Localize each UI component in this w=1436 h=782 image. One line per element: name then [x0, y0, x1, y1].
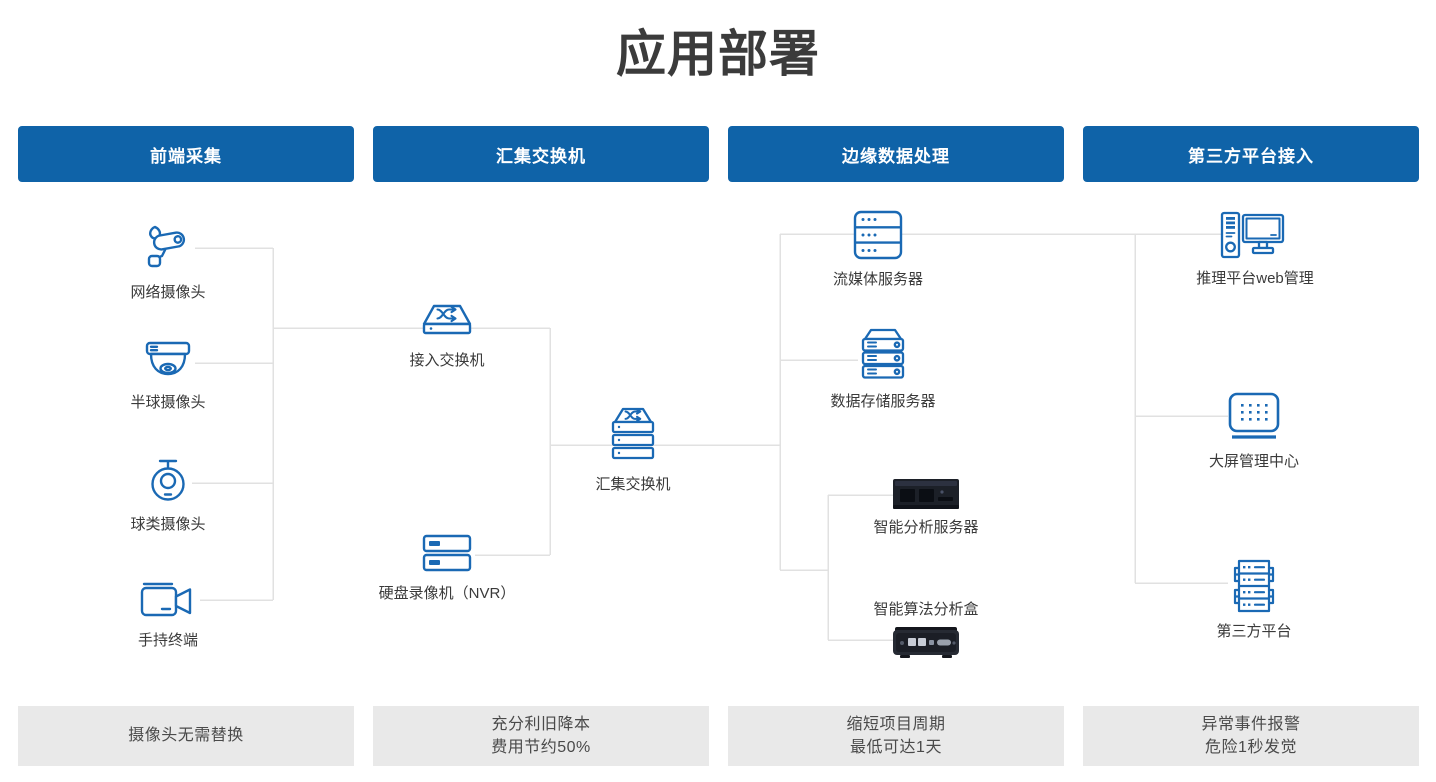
benefit-card-cost: 充分利旧降本 费用节约50%: [373, 706, 709, 766]
node-label: 网络摄像头: [130, 284, 206, 301]
benefit-card-alarm: 异常事件报警 危险1秒发觉: [1083, 706, 1419, 766]
section-header-label: 前端采集: [150, 146, 222, 166]
nvr-recorder-icon: [417, 533, 477, 575]
benefit-line: 费用节约50%: [491, 739, 591, 756]
section-header-label: 边缘数据处理: [842, 146, 950, 166]
node-analysis-server: 智能分析服务器: [846, 479, 1006, 537]
media-server-icon: [850, 209, 906, 261]
node-label: 接入交换机: [409, 352, 485, 369]
node-aggregation-switch: 汇集交换机: [553, 406, 713, 494]
network-switch-icon: [410, 302, 484, 342]
bullet-camera-icon: [141, 222, 195, 274]
ai-box-photo-icon: [892, 626, 960, 658]
node-label: 硬盘录像机（NVR）: [378, 585, 516, 602]
node-label: 球类摄像头: [130, 516, 206, 533]
node-analysis-box: 智能算法分析盒: [846, 598, 1006, 658]
benefit-line: 最低可达1天: [850, 739, 942, 756]
section-header-aggregation-switch: 汇集交换机: [373, 126, 709, 182]
node-network-camera: 网络摄像头: [88, 222, 248, 302]
node-label: 汇集交换机: [595, 476, 671, 493]
node-label: 智能算法分析盒: [873, 601, 979, 618]
node-handheld-terminal: 手持终端: [88, 580, 248, 650]
stacked-switch-icon: [601, 406, 665, 466]
node-big-screen: 大屏管理中心: [1174, 391, 1334, 471]
node-label: 大屏管理中心: [1208, 453, 1299, 470]
node-label: 第三方平台: [1216, 623, 1292, 640]
section-header-third-party-access: 第三方平台接入: [1083, 126, 1419, 182]
node-label: 推理平台web管理: [1196, 270, 1314, 287]
workstation-icon: [1218, 210, 1292, 260]
storage-server-icon: [854, 327, 912, 383]
page-title: 应用部署: [616, 26, 820, 82]
node-storage-server: 数据存储服务器: [803, 327, 963, 411]
benefit-line: 危险1秒发觉: [1205, 739, 1297, 756]
section-header-label: 第三方平台接入: [1188, 146, 1314, 166]
node-label: 流媒体服务器: [832, 271, 923, 288]
node-label: 智能分析服务器: [873, 519, 979, 536]
node-dome-camera: 半球摄像头: [88, 340, 248, 412]
node-label: 手持终端: [137, 632, 198, 649]
node-third-party: 第三方平台: [1174, 559, 1334, 641]
node-ball-camera: 球类摄像头: [88, 458, 248, 534]
benefit-line: 缩短项目周期: [846, 715, 946, 733]
section-header-edge-processing: 边缘数据处理: [728, 126, 1064, 182]
benefit-card-cameras: 摄像头无需替换: [18, 706, 354, 766]
server-rack-icon: [1226, 559, 1282, 613]
node-label: 半球摄像头: [130, 394, 206, 411]
ptz-ball-camera-icon: [143, 458, 193, 506]
section-header-frontend-collection: 前端采集: [18, 126, 354, 182]
rack-server-photo-icon: [893, 479, 959, 509]
node-nvr: 硬盘录像机（NVR）: [367, 533, 527, 603]
display-wall-icon: [1226, 391, 1282, 443]
benefit-card-cycle: 缩短项目周期 最低可达1天: [728, 706, 1064, 766]
camcorder-icon: [139, 580, 197, 622]
node-inference-web: 推理平台web管理: [1175, 210, 1335, 288]
dome-camera-icon: [141, 340, 195, 384]
node-access-switch: 接入交换机: [367, 302, 527, 370]
node-label: 数据存储服务器: [830, 393, 936, 410]
section-header-label: 汇集交换机: [496, 146, 586, 166]
benefit-line: 充分利旧降本: [491, 715, 591, 733]
node-streaming-server: 流媒体服务器: [798, 209, 958, 289]
benefit-line: 异常事件报警: [1201, 715, 1301, 733]
benefit-line: 摄像头无需替换: [128, 727, 244, 745]
